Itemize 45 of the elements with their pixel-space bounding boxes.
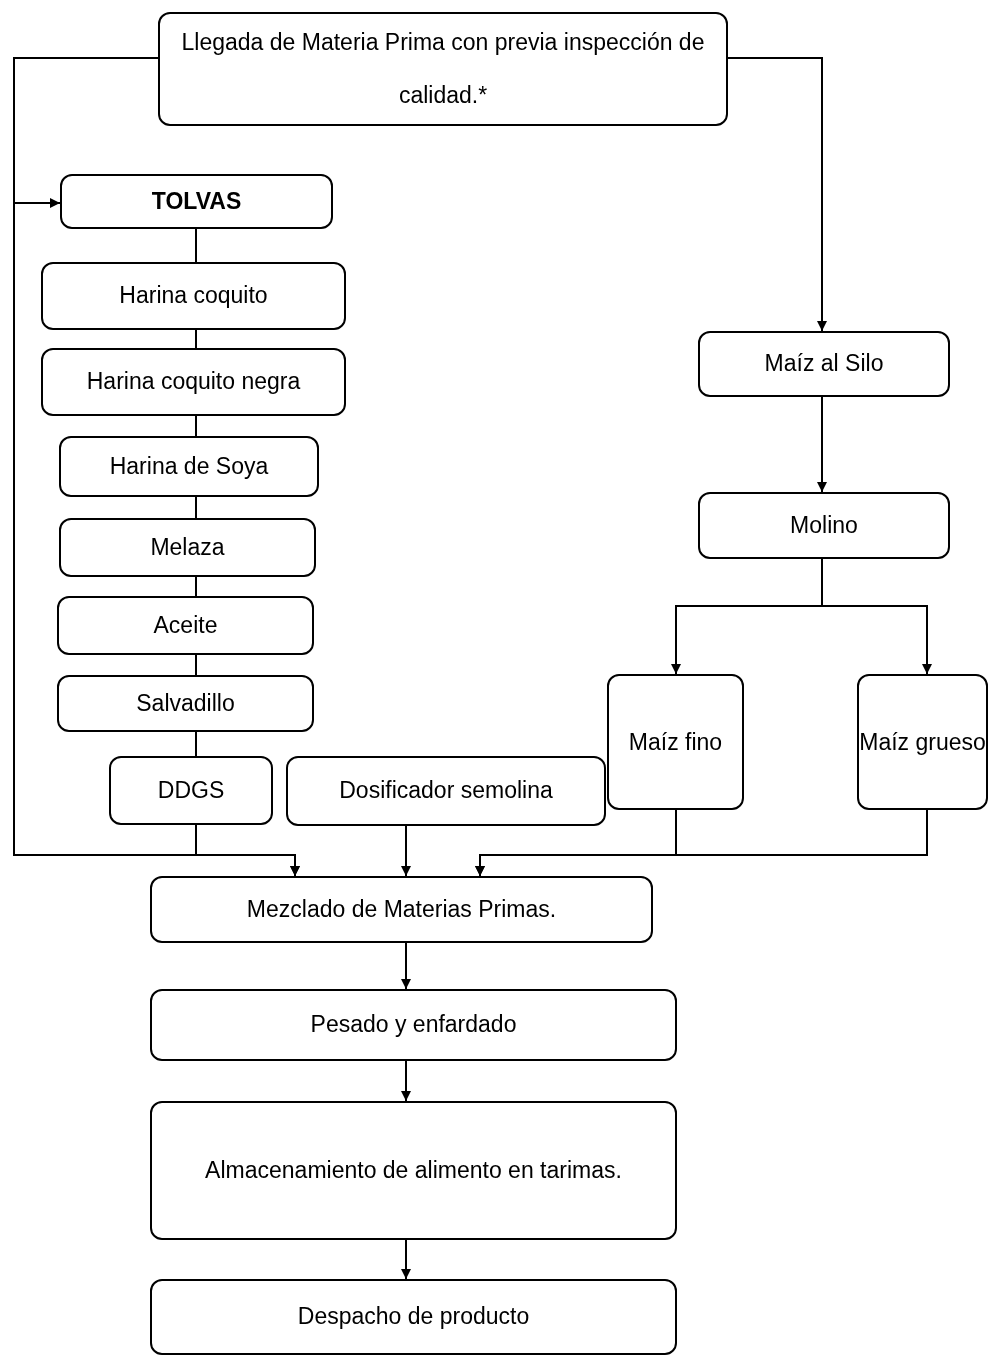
process-box <box>41 348 346 416</box>
process-box <box>59 518 316 577</box>
step-label: Despacho de producto <box>297 1303 530 1331</box>
step-label: Melaza <box>150 533 225 562</box>
step-label: Maíz al Silo <box>764 350 884 378</box>
process-box <box>698 331 950 397</box>
arrow <box>195 824 300 877</box>
step-label: Harina coquito negra <box>86 368 301 396</box>
step-label: Mezclado de Materias Primas. <box>246 895 557 924</box>
process-box <box>41 262 346 330</box>
process-box <box>150 1279 677 1355</box>
process-box <box>857 674 988 810</box>
process-box <box>60 174 333 229</box>
step-label: Almacenamiento de alimento en tarimas. <box>205 1156 622 1186</box>
step-label: TOLVAS <box>151 187 242 216</box>
process-box <box>109 756 273 825</box>
process-box <box>698 492 950 559</box>
step-label: Dosificador semolina <box>339 777 553 805</box>
step-label: DDGS <box>157 776 225 805</box>
arrow <box>401 942 411 990</box>
arrow <box>401 1060 411 1102</box>
process-box <box>286 756 606 826</box>
step-label: Harina coquito <box>119 282 268 310</box>
step-label: Molino <box>790 511 858 540</box>
step-label: Maíz fino <box>628 727 723 757</box>
process-box <box>150 1101 677 1240</box>
step-label: Harina de Soya <box>109 452 269 481</box>
arrow <box>727 57 827 332</box>
step-label: Aceite <box>153 611 218 640</box>
step-label: Salvadillo <box>136 689 235 718</box>
arrow <box>821 558 932 675</box>
step-label: Pesado y enfardado <box>310 1011 517 1039</box>
process-box <box>57 675 314 732</box>
process-box <box>57 596 314 655</box>
process-box <box>158 12 728 126</box>
process-box <box>59 436 319 497</box>
step-label: Maíz grueso <box>859 727 986 757</box>
arrow <box>817 396 827 493</box>
arrow <box>401 1239 411 1280</box>
process-box <box>607 674 744 810</box>
arrow <box>401 825 411 877</box>
step-label: Llegada de Materia Prima con previa inspección de calidad.* <box>180 28 706 110</box>
process-box <box>150 989 677 1061</box>
arrow <box>475 809 928 877</box>
process-box <box>150 876 653 943</box>
